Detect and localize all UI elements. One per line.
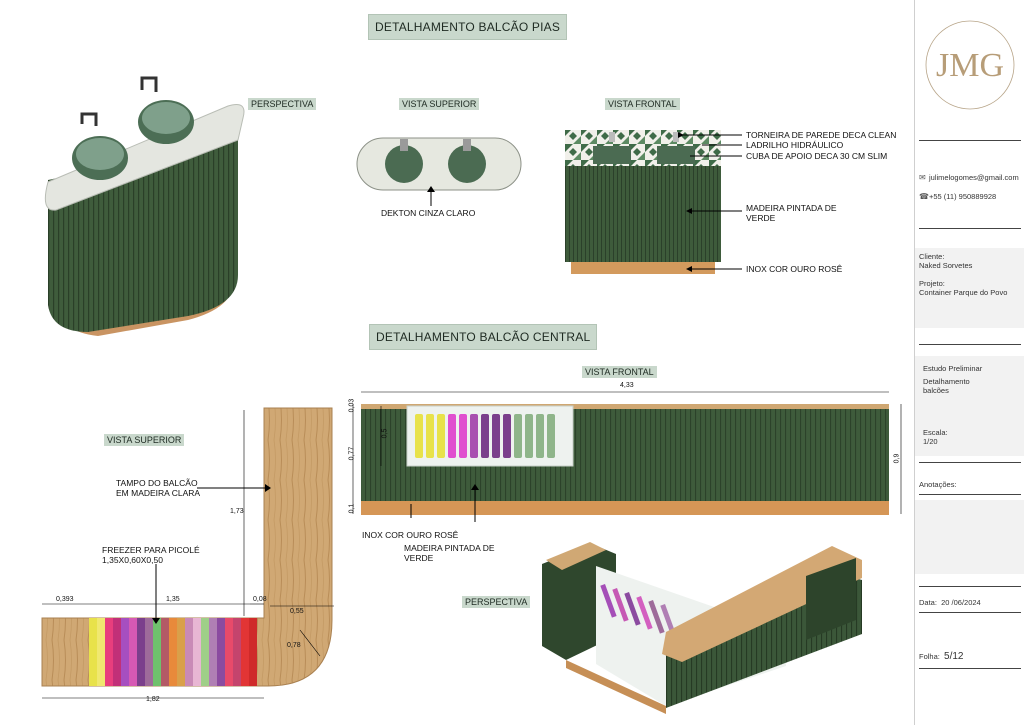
- anotacoes-label: Anotações:: [919, 480, 957, 489]
- dim-top-008: 0,08: [253, 596, 267, 603]
- freezer-strips: [89, 618, 257, 686]
- note-ladrilho: LADRILHO HIDRÁULICO: [746, 140, 844, 150]
- note-madeira-central: MADEIRA PINTADA DE VERDE: [404, 543, 495, 563]
- pias-front-leaders: [678, 132, 742, 272]
- cliente-value: Naked Sorvetes: [919, 261, 973, 270]
- pias-front-view-drawing: [565, 130, 721, 274]
- note-madeira-pias: MADEIRA PINTADA DE VERDE: [746, 203, 837, 223]
- sep-4: [919, 462, 1021, 463]
- note-dekton: DEKTON CINZA CLARO: [381, 208, 476, 218]
- dim-top-0393: 0,393: [56, 596, 74, 603]
- label-central-vista-superior: VISTA SUPERIOR: [104, 434, 185, 446]
- escala-value: 1/20: [923, 437, 938, 446]
- dim-front-09: 0,9: [893, 453, 901, 464]
- label-pias-vista-frontal: VISTA FRONTAL: [605, 98, 680, 110]
- title-balcao-central: DETALHAMENTO BALCÃO CENTRAL: [369, 324, 598, 350]
- cliente-label: Cliente:: [919, 252, 945, 261]
- dim-top-055: 0,55: [290, 608, 304, 615]
- dekton-arrow: [427, 186, 435, 206]
- dim-front-003: 0,03: [348, 398, 356, 413]
- note-torneira: TORNEIRA DE PAREDE DECA CLEAN: [746, 130, 897, 140]
- escala-label: Escala:: [923, 428, 948, 437]
- phone-icon: ☎: [919, 192, 929, 201]
- dim-top-078: 0,78: [287, 642, 301, 649]
- dim-front-01: 0,1: [348, 503, 356, 514]
- popsicles: [415, 414, 555, 458]
- note-freezer: FREEZER PARA PICOLÉ 1,35X0,60X0,50: [102, 545, 200, 565]
- label-pias-vista-superior: VISTA SUPERIOR: [399, 98, 480, 110]
- conteudo-value: Detalhamento balcões: [923, 377, 970, 395]
- title-balcao-pias: DETALHAMENTO BALCÃO PIAS: [368, 14, 568, 40]
- pias-perspective-drawing: [44, 76, 245, 336]
- sep-1: [919, 140, 1021, 141]
- central-front-view-drawing: [352, 391, 902, 522]
- freezer-arrow: [152, 564, 160, 624]
- title-block: JMG ✉julimelogomes@gmail.com ☎+55 (11) 9…: [914, 0, 1024, 725]
- note-inox-pias: INOX COR OURO ROSÊ: [746, 264, 843, 274]
- sep-5: [919, 494, 1021, 495]
- note-tampo: TAMPO DO BALCÃO EM MADEIRA CLARA: [116, 478, 201, 498]
- client-block: [915, 248, 1024, 328]
- sep-2: [919, 228, 1021, 229]
- notes-block: [915, 500, 1024, 574]
- dim-front-433: 4,33: [620, 382, 634, 389]
- sep-8: [919, 668, 1021, 669]
- folha-row: Folha: 5/12: [919, 651, 964, 662]
- note-cuba: CUBA DE APOIO DECA 30 CM SLIM: [746, 151, 888, 161]
- dim-top-182: 1,82: [146, 696, 160, 703]
- sep-7: [919, 612, 1021, 613]
- mail-icon: ✉: [919, 173, 926, 182]
- dim-top-135: 1,35: [166, 596, 180, 603]
- central-perspective-drawing: [542, 542, 862, 714]
- note-inox-central: INOX COR OURO ROSÊ: [362, 530, 459, 540]
- sep-6: [919, 586, 1021, 587]
- contact-phone[interactable]: ☎+55 (11) 950889928: [919, 192, 997, 201]
- contact-email[interactable]: ✉julimelogomes@gmail.com: [919, 173, 1019, 182]
- dim-front-077: 0,77: [348, 446, 356, 461]
- phase-block: [915, 356, 1024, 456]
- dim-front-05: 0,5: [381, 428, 389, 439]
- central-top-view-drawing: [41, 407, 334, 699]
- dim-top-173: 1,73: [230, 508, 244, 515]
- jmg-logo: JMG: [925, 20, 1015, 110]
- sep-3: [919, 344, 1021, 345]
- label-pias-perspectiva: PERSPECTIVA: [248, 98, 317, 110]
- fase-value: Estudo Preliminar: [923, 364, 983, 373]
- projeto-value: Container Parque do Povo: [919, 288, 1008, 297]
- data-row: Data: 20 /06/2024: [919, 598, 981, 607]
- label-central-perspectiva: PERSPECTIVA: [462, 596, 531, 608]
- tampo-arrow: [197, 484, 271, 492]
- projeto-label: Projeto:: [919, 279, 945, 288]
- label-central-vista-frontal: VISTA FRONTAL: [582, 366, 657, 378]
- pias-top-view-drawing: [356, 137, 522, 191]
- logo-initials: JMG: [936, 47, 1004, 84]
